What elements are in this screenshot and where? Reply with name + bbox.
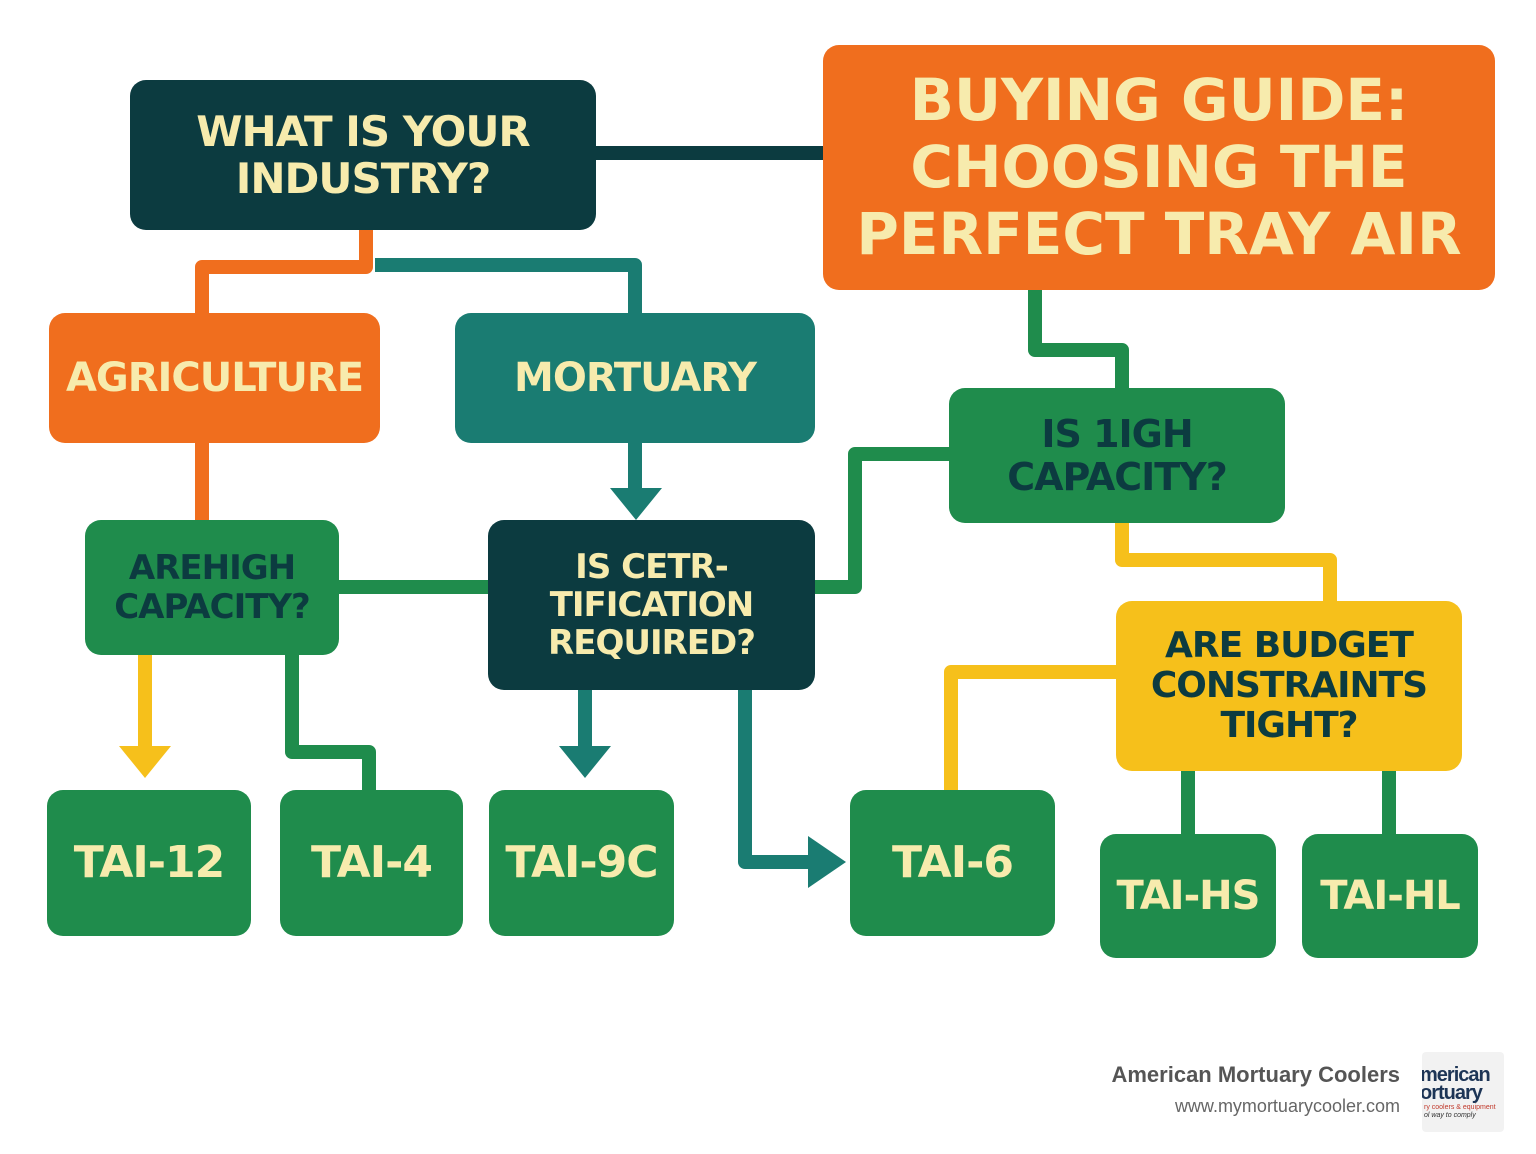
industry-question-node: WHAT IS YOUR INDUSTRY? bbox=[130, 80, 596, 230]
connector-budget-tai6 bbox=[944, 665, 1118, 792]
high-capacity-question-node: IS 1IGH CAPACITY? bbox=[949, 388, 1285, 523]
connector-industry-agriculture bbox=[195, 230, 373, 315]
tai-hl-node: TAI-HL bbox=[1302, 834, 1478, 958]
connector-certification-tai6 bbox=[738, 690, 815, 869]
connector-industry-mortuary bbox=[375, 258, 642, 315]
logo-line-1: merican bbox=[1422, 1064, 1491, 1086]
tai-4-node: TAI-4 bbox=[280, 790, 463, 936]
tai-hs-node: TAI-HS bbox=[1100, 834, 1276, 958]
logo-line-4: ol way to comply bbox=[1424, 1112, 1476, 1119]
budget-question-node: ARE BUDGET CONSTRAINTS TIGHT? bbox=[1116, 601, 1462, 771]
arrowhead-mortuary-certification bbox=[610, 488, 662, 520]
arrowhead-tai6 bbox=[808, 836, 846, 888]
mortuary-node: MORTUARY bbox=[455, 313, 815, 443]
footer-brand: American Mortuary Coolers bbox=[1111, 1062, 1400, 1087]
tai-9c-node: TAI-9C bbox=[489, 790, 674, 936]
connector-highcapacity-budget bbox=[1115, 520, 1337, 603]
agriculture-node: AGRICULTURE bbox=[49, 313, 380, 443]
arrowhead-tai12 bbox=[119, 746, 171, 778]
certification-question-node: IS CETR- TIFICATION REQUIRED? bbox=[488, 520, 815, 690]
tai-12-node: TAI-12 bbox=[47, 790, 251, 936]
company-logo: merican ortuary ry coolers & equipment o… bbox=[1422, 1052, 1504, 1132]
footer: American Mortuary Coolers www.mymortuary… bbox=[1111, 1062, 1400, 1117]
connector-title-highcapacity bbox=[1028, 290, 1129, 388]
footer-url[interactable]: www.mymortuarycooler.com bbox=[1174, 1096, 1400, 1116]
connector-capacity-tai4 bbox=[285, 655, 376, 792]
logo-line-3: ry coolers & equipment bbox=[1424, 1104, 1496, 1111]
connector-certification-highcapacity bbox=[815, 447, 950, 594]
tai-6-node: TAI-6 bbox=[850, 790, 1055, 936]
arrowhead-tai9c bbox=[559, 746, 611, 778]
title-banner: BUYING GUIDE: CHOOSING THE PERFECT TRAY … bbox=[823, 45, 1495, 290]
agri-capacity-question-node: AREHIGH CAPACITY? bbox=[85, 520, 339, 655]
logo-line-2: ortuary bbox=[1422, 1082, 1483, 1104]
